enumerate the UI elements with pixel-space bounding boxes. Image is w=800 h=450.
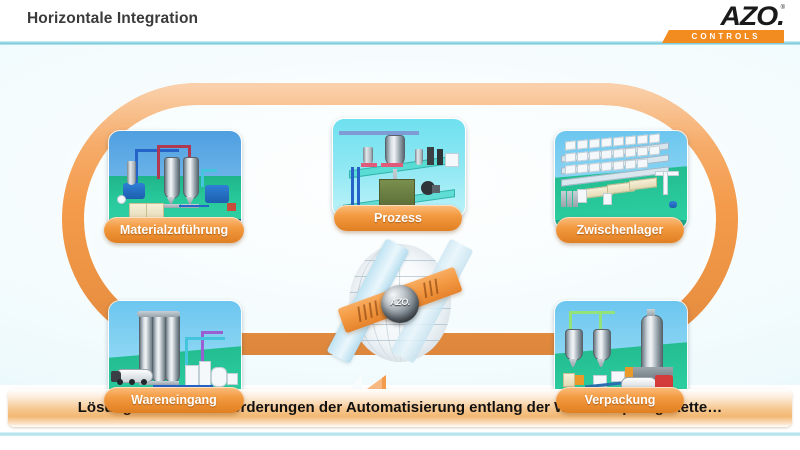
node-zwischenlager[interactable]: Zwischenlager bbox=[554, 130, 688, 243]
footer-divider bbox=[0, 432, 800, 436]
material-feeding-illustration bbox=[108, 130, 242, 230]
node-label-wareneingang[interactable]: Wareneingang bbox=[104, 387, 244, 413]
process-plant-illustration bbox=[332, 118, 466, 218]
azo-sphere-icon: AZO. bbox=[381, 285, 419, 323]
node-materialzufuehrung[interactable]: Materialzuführung bbox=[104, 130, 244, 243]
packaging-illustration bbox=[554, 300, 688, 400]
azo-sphere-label: AZO. bbox=[390, 297, 410, 307]
registered-trademark-icon: ® bbox=[780, 5, 785, 11]
page-title: Horizontale Integration bbox=[27, 10, 199, 27]
intermediate-storage-illustration bbox=[554, 130, 688, 230]
header-divider bbox=[0, 41, 800, 45]
logo-orange-bar bbox=[670, 30, 784, 43]
node-prozess[interactable]: Prozess bbox=[332, 118, 466, 231]
diagram-stage: AZO. bbox=[0, 45, 800, 425]
node-verpackung[interactable]: Verpackung bbox=[554, 300, 688, 413]
center-globe-graphic: AZO. bbox=[326, 238, 474, 365]
slide-header: Horizontale Integration bbox=[0, 0, 800, 41]
goods-receipt-illustration bbox=[108, 300, 242, 400]
node-label-prozess[interactable]: Prozess bbox=[334, 205, 462, 231]
logo-wordmark: AZO. bbox=[720, 1, 785, 31]
azo-controls-logo: AZO. ® CONTROLS bbox=[662, 2, 785, 44]
node-wareneingang[interactable]: Wareneingang bbox=[104, 300, 244, 413]
node-label-zwischenlager[interactable]: Zwischenlager bbox=[556, 217, 684, 243]
logo-subtitle: CONTROLS bbox=[691, 32, 761, 41]
node-label-materialzufuehrung[interactable]: Materialzuführung bbox=[104, 217, 244, 243]
node-label-verpackung[interactable]: Verpackung bbox=[556, 387, 684, 413]
